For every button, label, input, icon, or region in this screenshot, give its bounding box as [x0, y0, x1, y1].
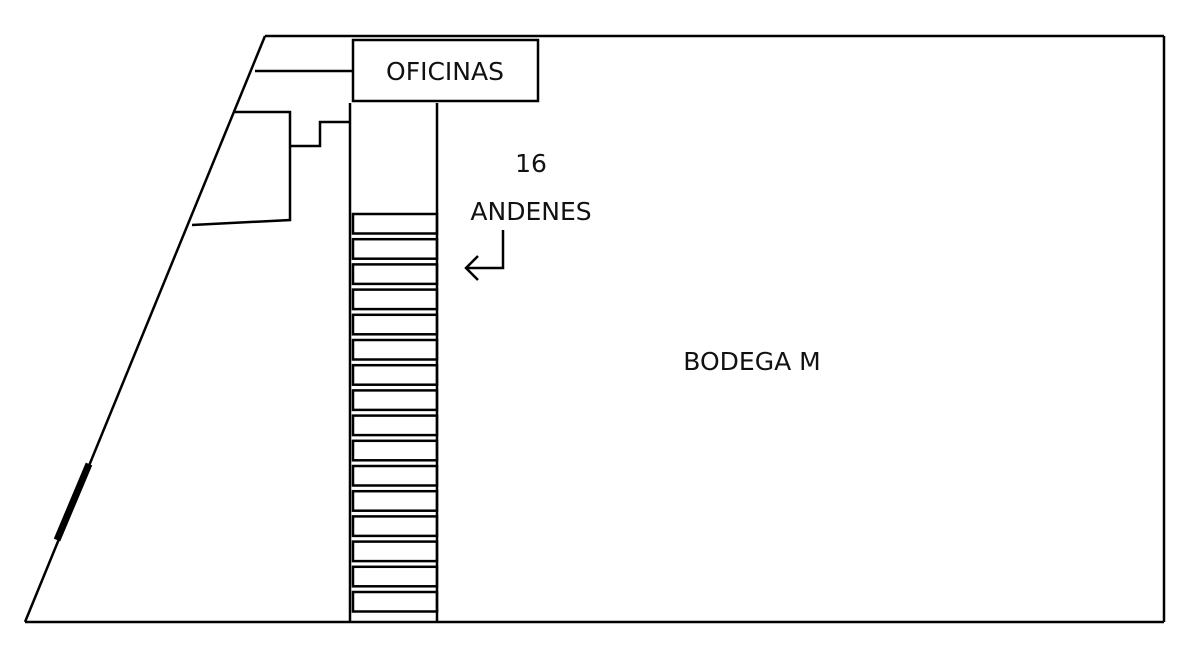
dock-bay	[351, 389, 439, 412]
dock-bay	[351, 237, 439, 260]
side-room	[191, 110, 350, 227]
dock-bay	[351, 439, 439, 462]
dock-bay	[351, 590, 439, 613]
offices-label: OFICINAS	[386, 57, 504, 86]
dock-bay	[351, 414, 439, 437]
offices-box: OFICINAS	[351, 38, 540, 103]
gate-marker	[53, 462, 93, 542]
warehouse-label: BODEGA M	[683, 347, 820, 376]
dock-bay	[351, 515, 439, 538]
arrow-icon	[464, 230, 505, 281]
dock-bay	[351, 212, 439, 235]
dock-bay	[351, 363, 439, 386]
dock-corridor	[348, 103, 439, 622]
dock-bay	[351, 313, 439, 336]
dock-bay	[351, 565, 439, 588]
dock-bays	[351, 212, 439, 613]
warehouse-outline	[23, 34, 1166, 624]
dock-count-label: 16	[515, 149, 547, 178]
dock-bay	[351, 464, 439, 487]
dock-bay	[351, 288, 439, 311]
dock-bay	[351, 540, 439, 563]
docks-label: ANDENES	[470, 197, 591, 226]
dock-bay	[351, 489, 439, 512]
dock-bay	[351, 338, 439, 361]
dock-bay	[351, 263, 439, 286]
